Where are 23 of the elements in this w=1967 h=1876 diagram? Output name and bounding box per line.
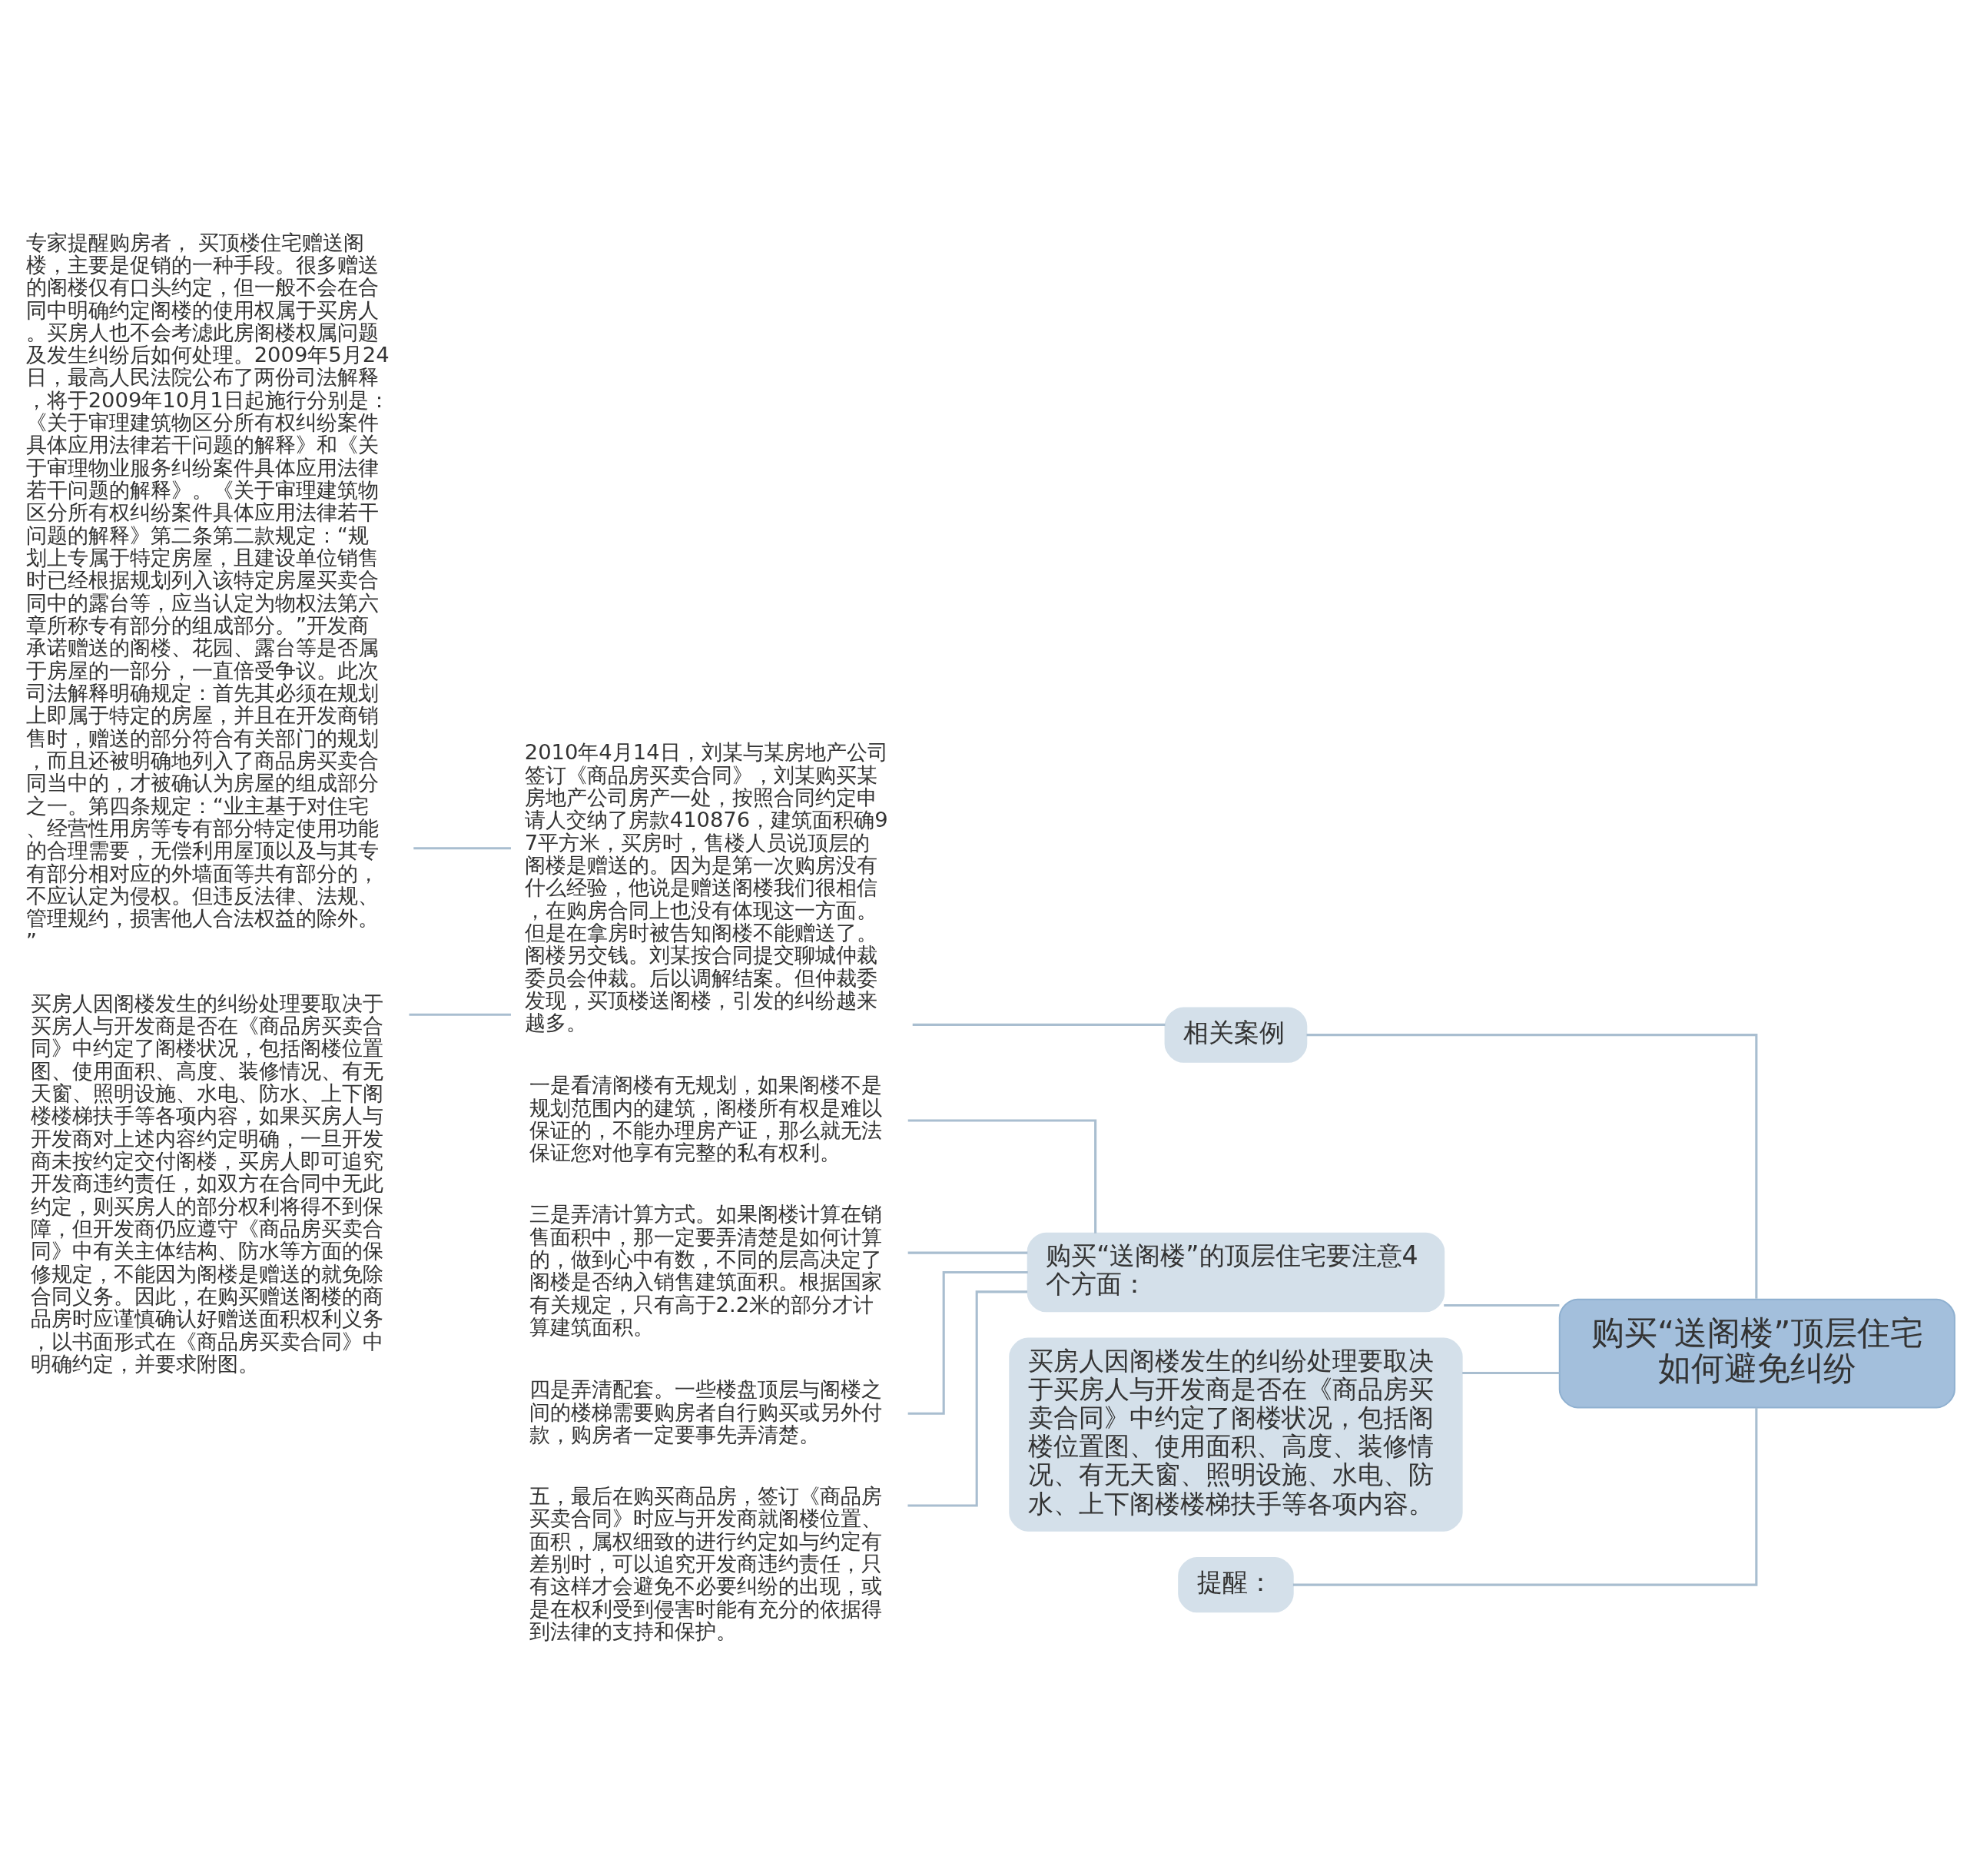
node-box: 购买“送阁楼”的顶层住宅要注意4个方面： <box>1027 1232 1445 1312</box>
node-box: 相关案例 <box>1164 1006 1308 1063</box>
connector <box>1444 1303 1560 1307</box>
node-text: 一是看清阁楼有无规划，如果阁楼不是规划范围内的建筑，阁楼所有权是难以保证的，不能办理房产证，那么就无法保证您对他享有完整的私有权利。 <box>529 1072 882 1164</box>
connector <box>907 1251 1028 1254</box>
node-text: 2010年4月14日，刘某与某房地产公司签订《商品房买卖合同》，刘某购买某房地产公司房产一处，按照合同约定申请人交纳了房款410876，建筑面积确97平方米，买房时，售楼人员说顶层的阁楼是赠送的。因为是第一次购房没有什么经验，他说是赠送阁楼我们很相信，在购房合同上也没有体现这一方面。但是在拿房时被告知阁楼不能赠送了。阁楼另交钱。刘某按合同提交聊城仲裁委员会仲裁。后以调解结案。但仲裁委发现，买顶楼送阁楼，引发的纠纷越来越多。 <box>524 739 888 1034</box>
connector <box>1292 1407 1758 1586</box>
node-text: 买房人因阁楼发生的纠纷处理要取决于买房人与开发商是否在《商品房买卖合同》中约定了阁楼状况，包括阁楼位置图、使用面积、高度、装修情况、有无天窗、照明设施、水电、防水、上下阁楼楼梯扶手等各项内容，如果买房人与开发商对上述内容约定明确，一旦开发商未按约定交付阁楼，买房人即可追究开发商违约责任，如双方在合同中无此约定，则买房人的部分权利将得不到保障，但开发商仍应遵守《商品房买卖合同》中有关主体结构、防水等方面的保修规定，不能因为阁楼是赠送的就免除合同义务。因此，在购买赠送阁楼的商品房时应谨慎确认好赠送面积权利义务，以书面形式在《商品房买卖合同》中明确约定，并要求附图。 <box>30 991 383 1376</box>
node-box: 购买“送阁楼”顶层住宅如何避免纠纷 <box>1558 1298 1955 1408</box>
connector <box>1462 1371 1560 1374</box>
node-box: 买房人因阁楼发生的纠纷处理要取决于买房人与开发商是否在《商品房买卖合同》中约定了阁楼状况，包括阁楼位置图、使用面积、高度、装修情况、有无天窗、照明设施、水电、防水、上下阁楼楼梯扶手等各项内容。 <box>1009 1337 1463 1532</box>
node-text: 五，最后在购买商品房，签订《商品房买卖合同》时应与开发商就阁楼位置、面积，属权细致的进行约定如与约定有差别时，可以追究开发商违约责任，只有这样才会避免不必要纠纷的出现，或是在权利受到侵害时能有充分的依据得到法律的支持和保护。 <box>529 1483 882 1643</box>
node-text: 四是弄清配套。一些楼盘顶层与阁楼之间的楼梯需要购房者自行购买或另外付款，购房者一定要事先弄清楚。 <box>529 1376 882 1446</box>
node-text: 专家提醒购房者， 买顶楼住宅赠送阁楼，主要是促销的一种手段。很多赠送的阁楼仅有口头约定，但一般不会在合同中明确约定阁楼的使用权属于买房人。买房人也不会考滤此房阁楼权属问题及发生纠纷后如何处理。2009年5月24日，最高人民法院公布了两份司法解释，将于2009年10月1日起施行分别是：《关于审理建筑物区分所有权纠纷案件具体应用法律若干问题的解释》和《关于审理物业服务纠纷案件具体应用法律若干问题的解释》。《关于审理建筑物区分所有权纠纷案件具体应用法律若干问题的解释》第二条第二款规定：“规划上专属于特定房屋，且建设单位销售时已经根据规划列入该特定房屋买卖合同中的露台等，应当认定为物权法第六章所称专有部分的组成部分。”开发商承诺赠送的阁楼、花园、露台等是否属于房屋的一部分，一直倍受争议。此次司法解释明确规定：首先其必须在规划上即属于特定的房屋，并且在开发商销售时，赠送的部分符合有关部门的规划，而且还被明确地列入了商品房买卖合同当中的，才被确认为房屋的组成部分之一。第四条规定：“业主基于对住宅、经营性用房等专有部分特定使用功能的合理需要，无偿利用屋顶以及与其专有部分相对应的外墙面等共有部分的，不应认定为侵权。但违反法律、法规、管理规约，损害他人合法权益的除外。” <box>25 230 390 953</box>
connector <box>912 1023 1166 1026</box>
connector <box>907 1118 1097 1234</box>
connector <box>907 1270 1028 1415</box>
connector <box>1306 1033 1758 1299</box>
connector <box>907 1290 1028 1507</box>
node-text: 三是弄清计算方式。如果阁楼计算在销售面积中，那一定要弄清楚是如何计算的，做到心中有数，不同的层高决定了阁楼是否纳入销售建筑面积。根据国家有关规定，只有高于2.2米的部分才计算建筑面积。 <box>529 1201 882 1339</box>
node-box: 提醒： <box>1178 1556 1294 1612</box>
connector <box>413 846 511 849</box>
connector <box>409 1013 511 1016</box>
